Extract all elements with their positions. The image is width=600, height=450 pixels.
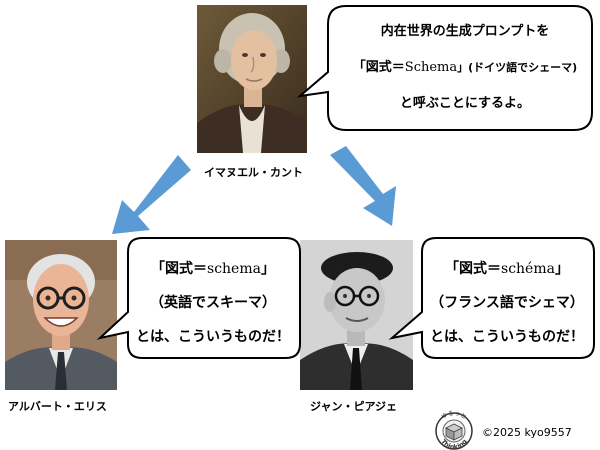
piaget-bubble-line-3: とは、こういうものだ！	[430, 329, 584, 345]
ellis-bubble-line-1: 「図式＝schema」	[128, 252, 298, 286]
kant-term-suffix: 」(ドイツ語でシェーマ)	[457, 61, 578, 74]
piaget-bubble-line-1: 「図式＝schéma」	[422, 252, 592, 286]
logo-bottom-text: Thinking	[439, 437, 469, 450]
kant-bubble-line-3: と呼ぶことにするよ。	[399, 96, 531, 111]
copyright-text: ©2025 kyo9557	[482, 426, 572, 439]
piaget-bubble-text: 「図式＝schéma」 （フランス語でシェマ） とは、こういうものだ！	[422, 252, 592, 354]
ellis-term-prefix: 「図式＝	[151, 261, 208, 277]
piaget-bubble-line-2: （フランス語でシェマ）	[430, 295, 584, 311]
logo-top-text: ゆるっと	[440, 410, 468, 421]
ellis-term-suffix: 」	[260, 261, 275, 277]
ellis-bubble-text: 「図式＝schema」 （英語でスキーマ） とは、こういうものだ！	[128, 252, 298, 354]
svg-text:Thinking: Thinking	[439, 437, 469, 450]
piaget-term-prefix: 「図式＝	[445, 261, 502, 277]
piaget-term-suffix: 」	[554, 261, 569, 277]
piaget-term: schéma	[501, 261, 555, 277]
kant-bubble-text: 内在世界の生成プロンプトを 「図式＝Schema」(ドイツ語でシェーマ) と呼ぶ…	[340, 14, 590, 122]
kant-portrait	[197, 5, 307, 153]
arrow-to-piaget	[330, 146, 396, 226]
ellis-caption: アルバート・エリス	[8, 400, 107, 413]
kant-term: Schema	[404, 60, 458, 75]
ellis-portrait	[5, 240, 117, 390]
ellis-term: schema	[207, 261, 261, 277]
piaget-portrait	[300, 240, 413, 390]
svg-text:ゆるっと: ゆるっと	[440, 410, 468, 421]
ellis-bubble-line-2: （英語でスキーマ）	[150, 295, 276, 311]
yurutto-thinking-logo: ゆるっと Thinking	[435, 410, 473, 450]
kant-bubble-line-1: 内在世界の生成プロンプトを	[380, 24, 550, 39]
arrow-to-ellis	[112, 155, 191, 234]
ellis-bubble-line-3: とは、こういうものだ！	[136, 329, 290, 345]
kant-bubble-line-2: 「図式＝Schema」(ドイツ語でシェーマ)	[340, 50, 590, 86]
kant-term-prefix: 「図式＝	[352, 60, 405, 75]
piaget-caption: ジャン・ピアジェ	[310, 400, 398, 413]
kant-caption: イマヌエル・カント	[204, 166, 303, 179]
